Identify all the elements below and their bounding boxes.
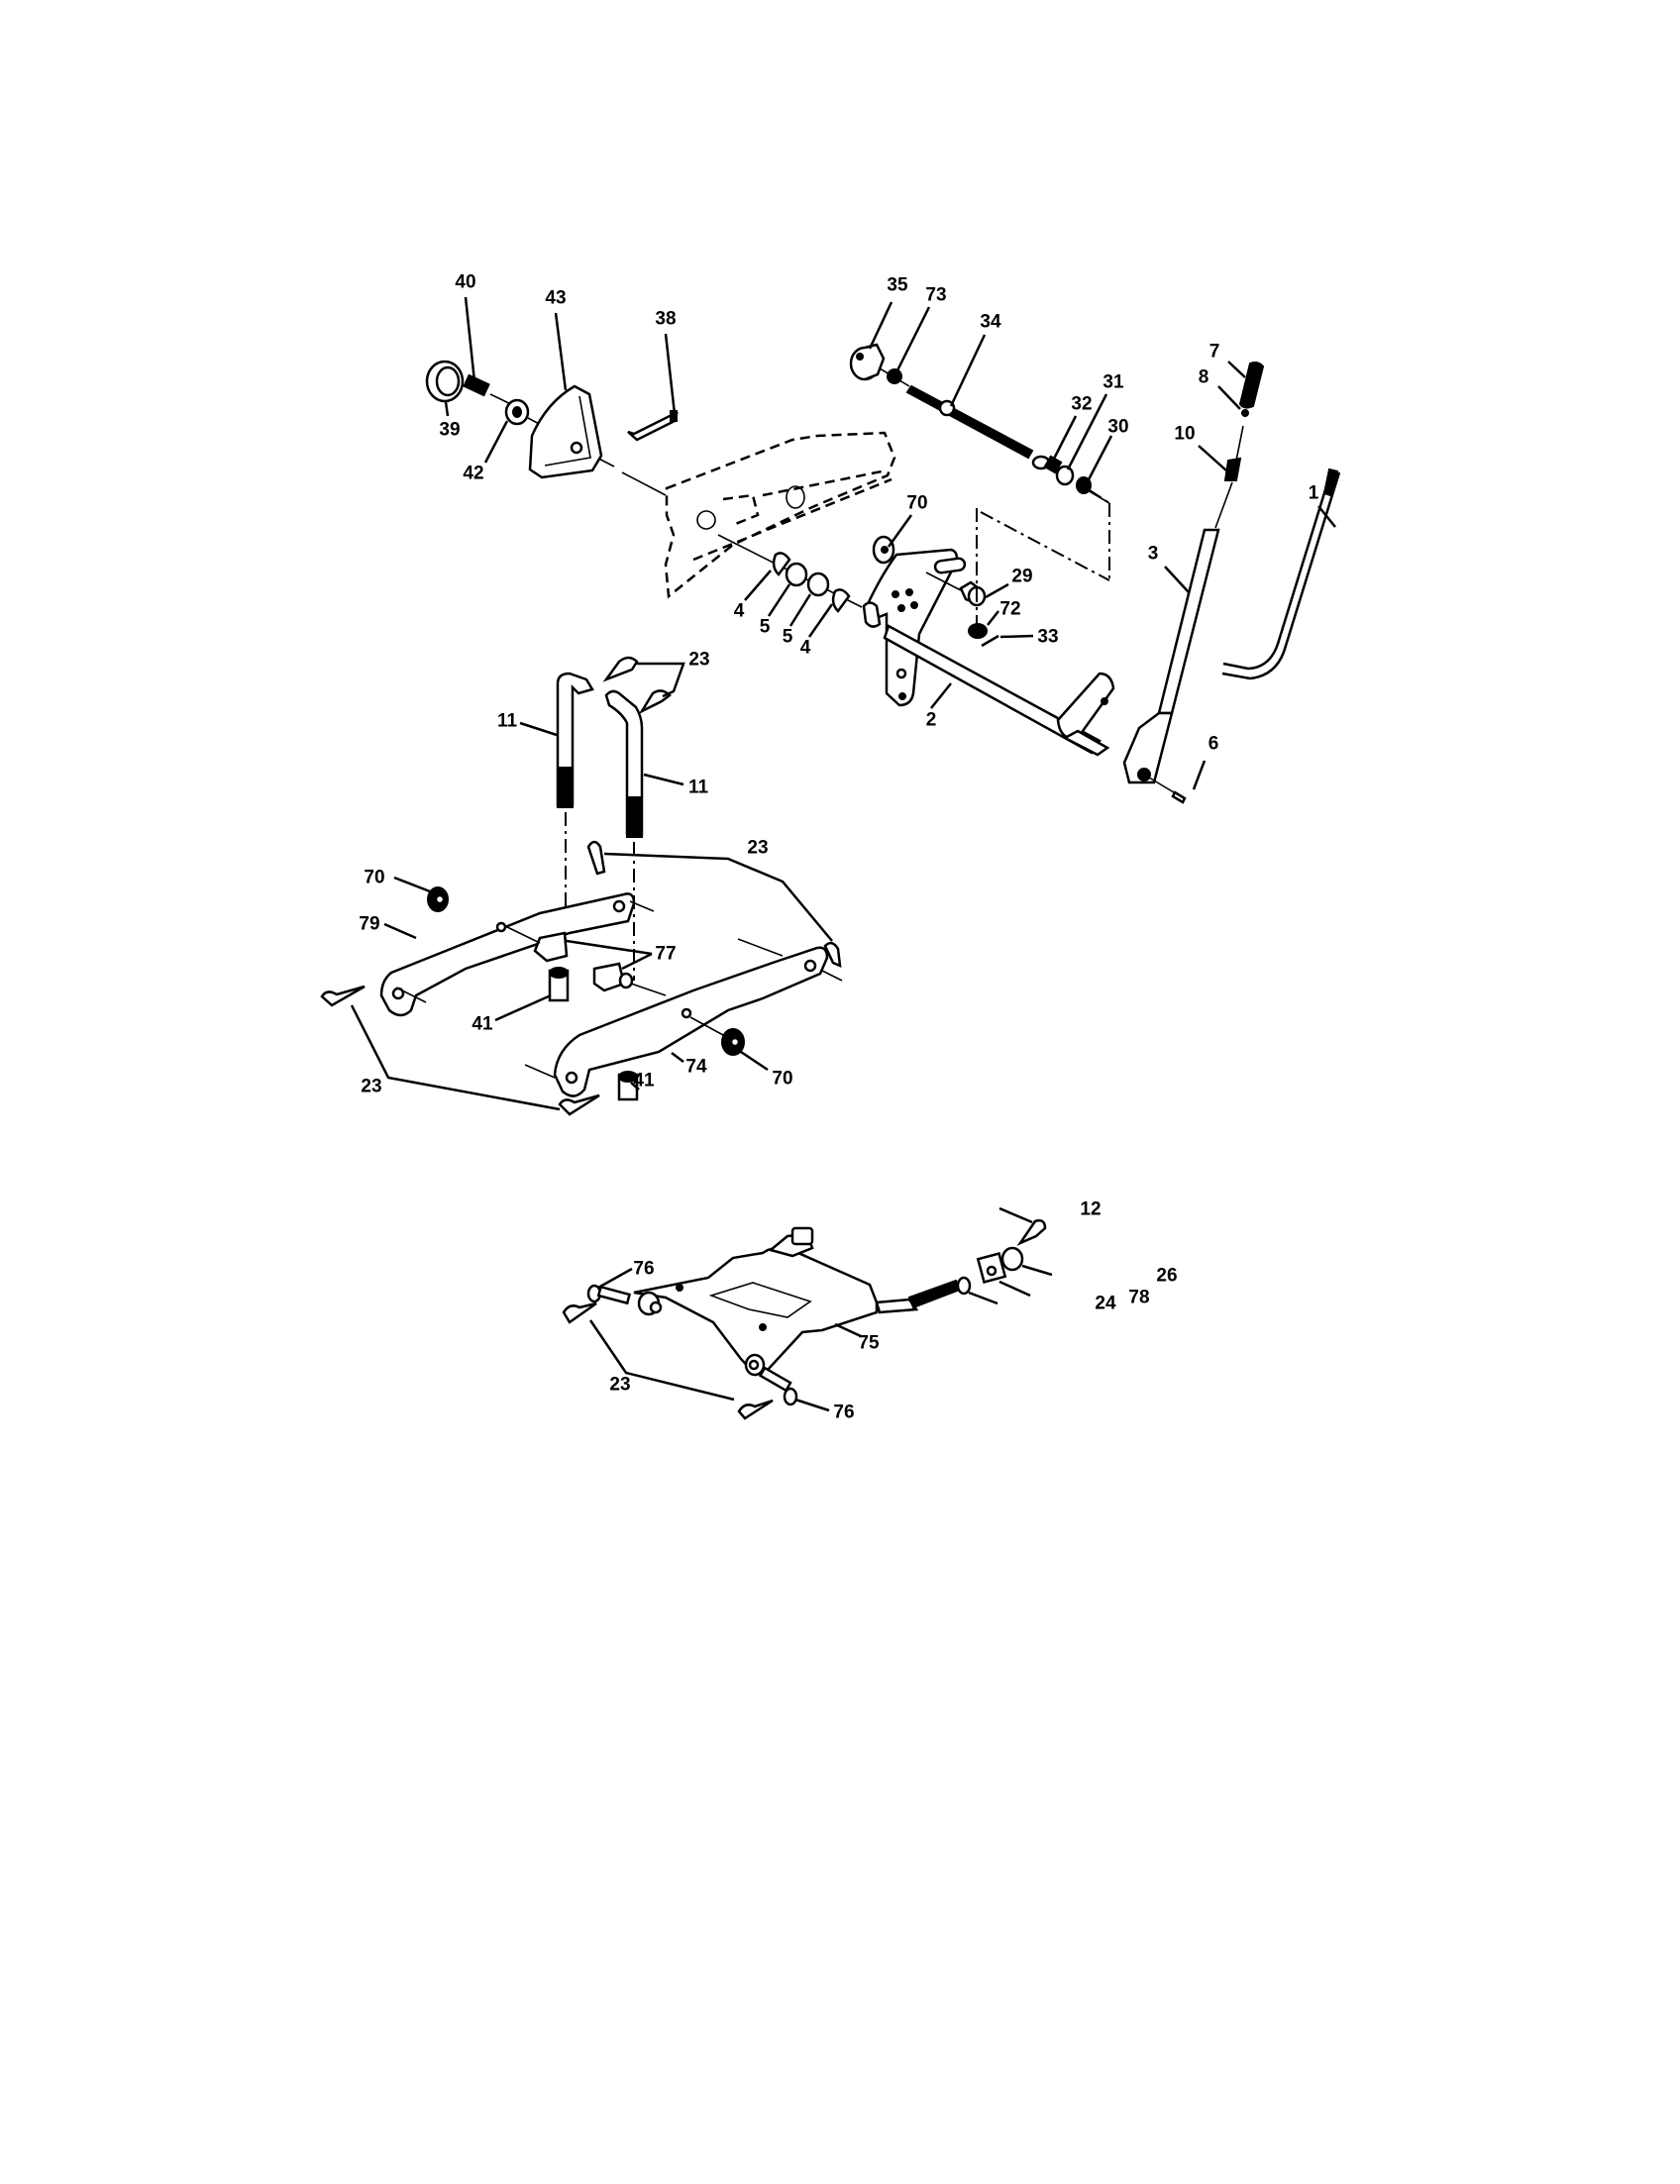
callout-76-lower: 76 (833, 1402, 855, 1423)
parts-23-lower-cotter-pins (562, 1301, 862, 1420)
callout-79: 79 (359, 913, 380, 935)
parts-11-hanger-bolts (519, 672, 684, 981)
callout-8: 8 (1198, 366, 1209, 388)
callout-73: 73 (925, 284, 947, 306)
part-10-nut (1223, 457, 1242, 481)
pivot-reference-dashdot (976, 489, 1110, 624)
callout-34: 34 (980, 311, 1001, 333)
part-2-rockshaft (862, 548, 1115, 757)
parts-23-cotter-pins (320, 656, 842, 1116)
callout-41-left: 41 (472, 1013, 493, 1035)
callout-24: 24 (1095, 1293, 1116, 1314)
part-75-front-bracket (633, 1226, 962, 1377)
callout-39: 39 (439, 419, 461, 441)
callout-11-right: 11 (687, 777, 709, 798)
part-7-lever-grip (1238, 362, 1265, 409)
parts-4-5-clips-washers (717, 534, 863, 638)
part-38-clip (627, 412, 679, 442)
callout-7: 7 (1208, 341, 1220, 363)
callout-23-middle: 23 (747, 837, 769, 859)
callout-2: 2 (925, 709, 937, 731)
callout-10: 10 (1174, 423, 1196, 445)
callout-38: 38 (655, 308, 677, 330)
callout-5-first: 5 (759, 616, 771, 638)
part-3-lift-lever (1122, 361, 1265, 804)
callout-32: 32 (1071, 393, 1093, 415)
parts-34-adjust-rod (849, 301, 1113, 504)
callout-33: 33 (1037, 626, 1059, 648)
parts-76-clevis-pins (586, 1267, 830, 1412)
callout-5-second: 5 (782, 626, 793, 648)
callout-6: 6 (1208, 733, 1219, 755)
callout-76-upper: 76 (633, 1258, 655, 1280)
callout-29: 29 (1011, 566, 1033, 587)
part-74-lift-link (524, 938, 843, 1097)
callout-42: 42 (463, 463, 484, 484)
callout-40: 40 (455, 271, 476, 293)
callout-1: 1 (1308, 482, 1319, 504)
lower-hardware-12-24-26-78 (956, 1206, 1053, 1305)
callout-30: 30 (1107, 416, 1129, 438)
parts-77-trunnions (494, 925, 667, 1101)
callout-3: 3 (1147, 543, 1159, 565)
callout-23-bottom: 23 (609, 1374, 631, 1396)
callout-43: 43 (545, 287, 567, 309)
callout-75: 75 (858, 1332, 880, 1354)
part-79-lift-link (379, 892, 655, 1017)
callout-77: 77 (655, 943, 677, 965)
part-43-quadrant-plate (528, 384, 603, 479)
callout-12: 12 (1080, 1198, 1102, 1220)
upper-left-leaders (442, 296, 677, 496)
callout-23-lower-left: 23 (361, 1076, 382, 1097)
callout-72: 72 (999, 598, 1021, 620)
callout-35: 35 (887, 274, 908, 296)
callout-4-first: 4 (733, 600, 745, 622)
frame-reference-dashed (664, 431, 896, 599)
parts-29-72-33-hardware (925, 572, 1034, 648)
callout-70-left: 70 (364, 867, 385, 888)
callout-78: 78 (1128, 1287, 1150, 1308)
callout-74: 74 (685, 1056, 707, 1078)
callout-70-right: 70 (772, 1068, 793, 1090)
callout-31: 31 (1102, 371, 1124, 393)
callout-41-right: 41 (633, 1070, 655, 1092)
callout-11-left: 11 (496, 710, 518, 732)
callout-26: 26 (1156, 1265, 1178, 1287)
callout-4-second: 4 (799, 637, 811, 659)
callout-70-upper: 70 (906, 492, 928, 514)
callout-23-top: 23 (688, 649, 710, 671)
part-1-lift-rod (1221, 468, 1341, 680)
part-40-bolt (463, 373, 490, 397)
